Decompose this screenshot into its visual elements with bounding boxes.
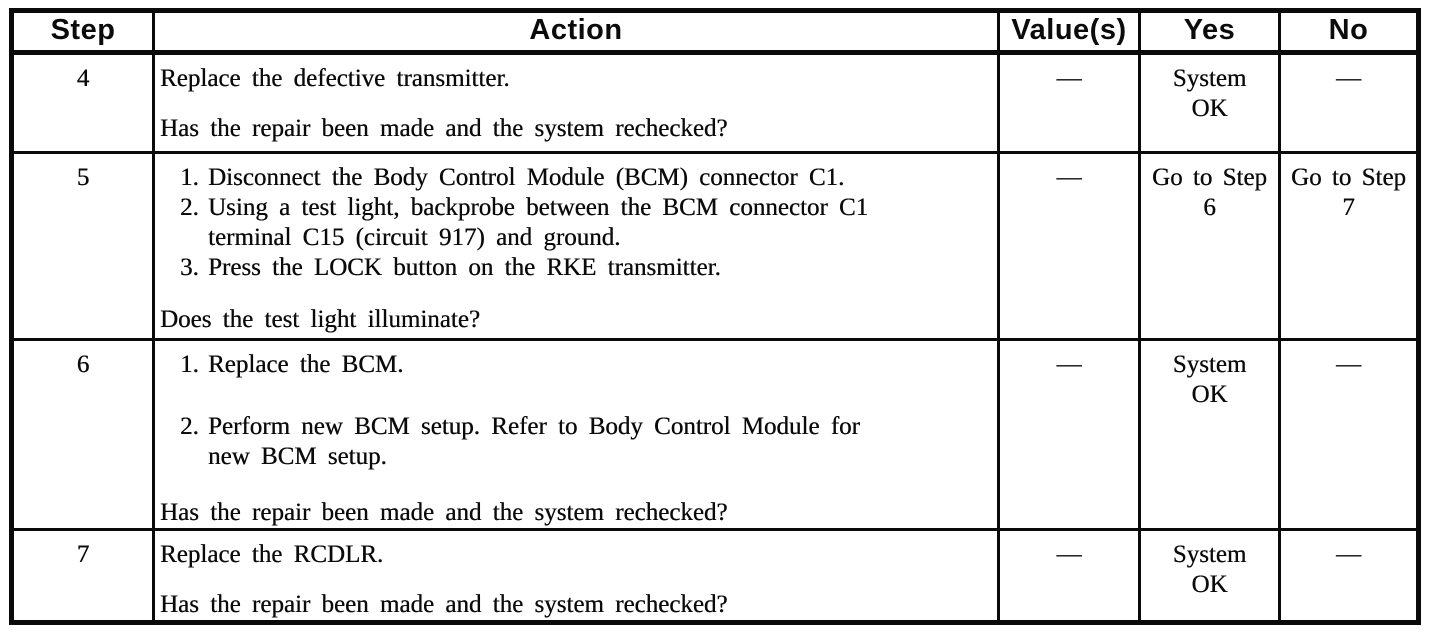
list-item-number: 1. xyxy=(180,164,199,191)
yes-cell: Go to Step 6 xyxy=(1138,151,1281,341)
action-list-item: 2. Using a test light, backprobe between… xyxy=(160,193,989,253)
action-cell: 1. Replace the BCM. 2. Perform new BCM s… xyxy=(152,338,1000,531)
column-header-yes: Yes xyxy=(1138,9,1281,55)
list-item-text: Perform new BCM setup. Refer to Body Con… xyxy=(208,413,860,470)
step-cell: 4 xyxy=(10,51,155,154)
diagnostic-table: Step Action Value(s) Yes No 4 Replace th… xyxy=(9,8,1421,625)
action-list-item: 2. Perform new BCM setup. Refer to Body … xyxy=(160,412,989,472)
list-item-text: Using a test light, backprobe between th… xyxy=(208,194,869,251)
no-cell: Go to Step 7 xyxy=(1278,151,1420,341)
action-cell: Replace the RCDLR. Has the repair been m… xyxy=(152,528,1000,624)
yes-cell: System OK xyxy=(1138,338,1281,531)
table-row: 4 Replace the defective transmitter. Has… xyxy=(10,51,1420,154)
value-cell: — xyxy=(997,151,1141,341)
table-row: 6 1. Replace the BCM. 2. Perform new BCM… xyxy=(10,338,1420,531)
list-item-number: 2. xyxy=(180,413,199,440)
step-cell: 6 xyxy=(10,338,155,531)
table-header-row: Step Action Value(s) Yes No xyxy=(10,9,1420,55)
list-item-text: Disconnect the Body Control Module (BCM)… xyxy=(208,164,845,191)
table-row: 7 Replace the RCDLR. Has the repair been… xyxy=(10,528,1420,624)
list-item-number: 1. xyxy=(180,351,199,378)
action-cell: Replace the defective transmitter. Has t… xyxy=(152,51,1000,154)
no-cell: — xyxy=(1278,338,1420,531)
no-cell: — xyxy=(1278,51,1420,154)
list-item-text: Press the LOCK button on the RKE transmi… xyxy=(208,254,721,281)
action-intro: Replace the defective transmitter. xyxy=(160,65,510,92)
action-intro: Replace the RCDLR. xyxy=(160,541,384,568)
scanned-document-page: Step Action Value(s) Yes No 4 Replace th… xyxy=(9,8,1421,625)
column-header-action: Action xyxy=(152,9,1000,55)
list-item-number: 2. xyxy=(180,194,199,221)
action-list-item: 1. Disconnect the Body Control Module (B… xyxy=(160,163,989,193)
action-list-item: 1. Replace the BCM. xyxy=(160,350,989,380)
list-item-number: 3. xyxy=(180,254,199,281)
table-row: 5 1. Disconnect the Body Control Module … xyxy=(10,151,1420,341)
column-header-values: Value(s) xyxy=(997,9,1141,55)
action-question: Has the repair been made and the system … xyxy=(160,591,728,618)
action-question: Has the repair been made and the system … xyxy=(160,499,728,526)
value-cell: — xyxy=(997,528,1141,624)
list-item-text: Replace the BCM. xyxy=(208,351,404,378)
step-cell: 5 xyxy=(10,151,155,341)
no-cell: — xyxy=(1278,528,1420,624)
action-cell: 1. Disconnect the Body Control Module (B… xyxy=(152,151,1000,341)
yes-cell: System OK xyxy=(1138,51,1281,154)
column-header-no: No xyxy=(1278,9,1420,55)
action-question: Does the test light illuminate? xyxy=(160,306,480,333)
action-list-item: 3. Press the LOCK button on the RKE tran… xyxy=(160,253,989,283)
value-cell: — xyxy=(997,338,1141,531)
action-question: Has the repair been made and the system … xyxy=(160,115,728,142)
step-cell: 7 xyxy=(10,528,155,624)
yes-cell: System OK xyxy=(1138,528,1281,624)
value-cell: — xyxy=(997,51,1141,154)
column-header-step: Step xyxy=(10,9,155,55)
